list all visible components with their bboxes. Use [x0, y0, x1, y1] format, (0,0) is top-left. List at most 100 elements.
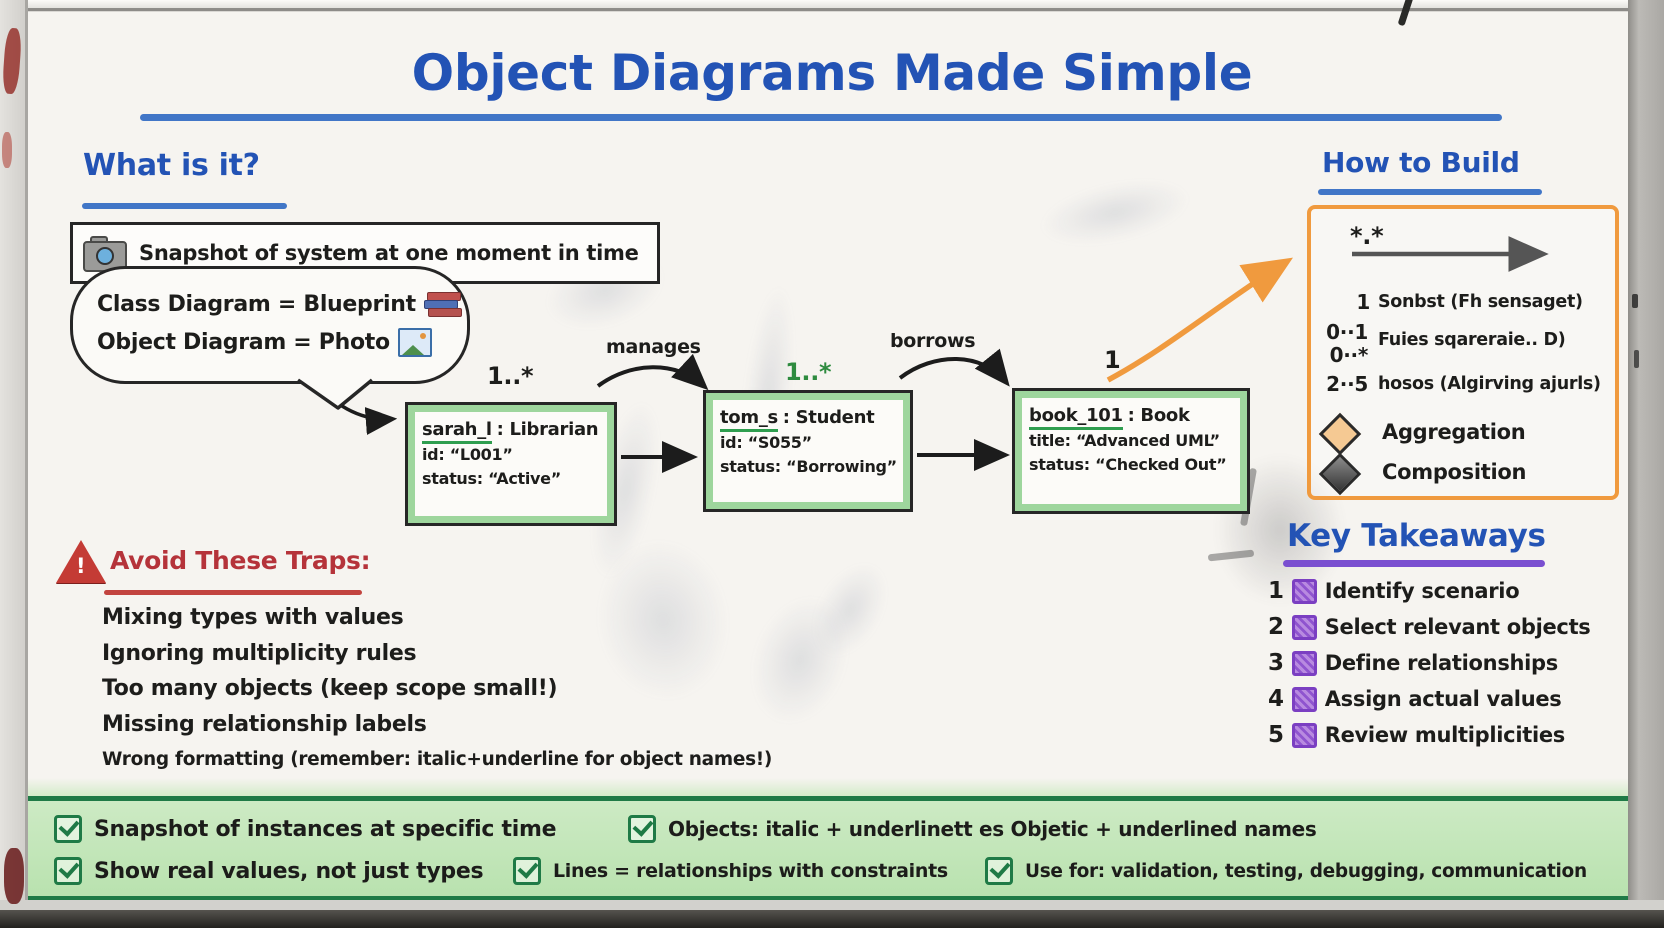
object-type: : Book — [1127, 405, 1190, 426]
page-title: Object Diagrams Made Simple — [411, 44, 1253, 102]
banner-text: Objects: italic + underlinett es Objetic… — [668, 817, 1317, 841]
relationship-label-borrows: borrows — [890, 330, 976, 352]
build-pointer-arrow — [1106, 257, 1294, 383]
banner-text: Snapshot of instances at specific time — [94, 816, 557, 842]
notation-mult: 0··* — [1329, 343, 1369, 367]
step-icon — [1291, 650, 1317, 676]
banner-item: Objects: italic + underlinett es Objetic… — [628, 815, 1317, 843]
aggregation-label: Aggregation — [1382, 420, 1526, 444]
photo-icon — [397, 327, 432, 357]
object-attr: status: “Checked Out” — [1029, 455, 1227, 474]
eraser-smudge — [1035, 170, 1195, 255]
takeaway-number: 1 — [1268, 578, 1284, 604]
object-type: : Student — [782, 407, 875, 428]
takeaway-item: 1 Identify scenario — [1268, 578, 1520, 604]
board-frame-left-edge — [25, 0, 28, 928]
marker-stain — [4, 848, 24, 904]
banner-item: Lines = relationships with constraints — [513, 857, 948, 885]
object-name: book_101 — [1029, 405, 1123, 430]
takeaway-number: 2 — [1268, 614, 1284, 640]
object-type: : Librarian — [496, 419, 599, 440]
multiplicity-label: 1 — [1104, 346, 1121, 374]
trap-item: Ignoring multiplicity rules — [102, 640, 417, 666]
how-to-build-heading: How to Build — [1322, 146, 1520, 179]
notation-desc: Sonbst (Fh sensaget) — [1378, 292, 1583, 312]
takeaway-text: Identify scenario — [1324, 579, 1520, 603]
warning-icon: ! — [56, 538, 108, 584]
books-icon — [423, 290, 462, 318]
check-icon — [985, 857, 1013, 885]
check-icon — [628, 815, 656, 843]
board-frame-right — [1628, 0, 1664, 928]
check-tick — [989, 857, 1011, 879]
object-attr: status: “Active” — [422, 469, 561, 488]
composition-label: Composition — [1382, 460, 1527, 484]
relationship-label-manages: manages — [606, 336, 701, 358]
snapshot-note-text: Snapshot of system at one moment in time — [139, 241, 639, 265]
how-to-build-underline — [1318, 189, 1542, 195]
bubble-line1-text: Class Diagram = Blueprint — [97, 291, 416, 317]
check-icon — [513, 857, 541, 885]
object-attr: id: “L001” — [422, 445, 513, 464]
trap-item: Wrong formatting (remember: italic+under… — [102, 749, 773, 770]
takeaway-text: Review multiplicities — [1324, 723, 1566, 747]
borrows-curve-arrow — [898, 348, 1010, 387]
step-icon — [1291, 614, 1317, 640]
marker-stain — [1634, 350, 1639, 368]
banner-item: Snapshot of instances at specific time — [54, 815, 557, 843]
board-frame-top-line — [20, 8, 1640, 11]
bubble-line: Object Diagram = Photo — [97, 323, 467, 361]
board-frame-bottom — [0, 910, 1664, 928]
check-tick — [58, 815, 80, 837]
bubble-line: Class Diagram = Blueprint — [97, 285, 467, 323]
takeaway-item: 5 Review multiplicities — [1268, 722, 1565, 748]
check-tick — [58, 857, 80, 879]
multiplicity-label: 1..* — [487, 362, 534, 390]
object-attr: title: “Advanced UML” — [1029, 431, 1220, 450]
traps-underline — [104, 590, 362, 595]
takeaway-text: Assign actual values — [1324, 687, 1562, 711]
notation-arrow-label: *.* — [1350, 222, 1384, 250]
manages-curve-arrow — [596, 353, 709, 391]
notation-mult: 2··5 — [1326, 372, 1368, 396]
banner-text: Use for: validation, testing, debugging,… — [1025, 860, 1587, 882]
object-box-student: tom_s : Student id: “S055” status: “Borr… — [703, 390, 913, 512]
check-tick — [517, 857, 539, 879]
banner-item: Use for: validation, testing, debugging,… — [985, 857, 1587, 885]
board-frame-tray — [0, 900, 1664, 910]
step-icon — [1291, 686, 1317, 712]
check-tick — [632, 815, 654, 837]
summary-banner: Snapshot of instances at specific time O… — [28, 796, 1628, 900]
trap-item: Missing relationship labels — [102, 711, 427, 737]
traps-heading: Avoid These Traps: — [110, 546, 371, 575]
aggregation-diamond-icon — [1318, 412, 1362, 456]
check-icon — [54, 815, 82, 843]
takeaway-number: 3 — [1268, 650, 1284, 676]
object-box-book: book_101 : Book title: “Advanced UML” st… — [1012, 388, 1250, 514]
object-attr: status: “Borrowing” — [720, 457, 897, 476]
trap-item: Mixing types with values — [102, 605, 404, 630]
takeaway-item: 2 Select relevant objects — [1268, 614, 1591, 640]
camera-icon — [83, 236, 127, 272]
trap-item: Too many objects (keep scope small!) — [102, 676, 558, 701]
multiplicity-label: 1..* — [785, 358, 832, 386]
marker-stain — [1632, 294, 1638, 308]
takeaway-item: 3 Define relationships — [1268, 650, 1558, 676]
takeaway-number: 5 — [1268, 722, 1284, 748]
takeaway-item: 4 Assign actual values — [1268, 686, 1562, 712]
takeaways-underline — [1283, 560, 1545, 567]
object-attr: id: “S055” — [720, 433, 812, 452]
speech-bubble: Class Diagram = Blueprint Object Diagram… — [70, 266, 470, 384]
marker-stain — [2, 132, 12, 168]
object-box-librarian: sarah_l : Librarian id: “L001” status: “… — [405, 402, 617, 526]
what-is-it-underline — [82, 203, 287, 209]
notation-mult: 1 — [1356, 290, 1370, 314]
bubble-line2-text: Object Diagram = Photo — [97, 329, 390, 355]
step-icon — [1291, 578, 1317, 604]
takeaway-number: 4 — [1268, 686, 1284, 712]
object-name: sarah_l — [422, 419, 492, 444]
banner-text: Lines = relationships with constraints — [553, 860, 948, 882]
notation-mult: 0··1 — [1326, 320, 1368, 344]
takeaways-heading: Key Takeaways — [1287, 518, 1546, 554]
